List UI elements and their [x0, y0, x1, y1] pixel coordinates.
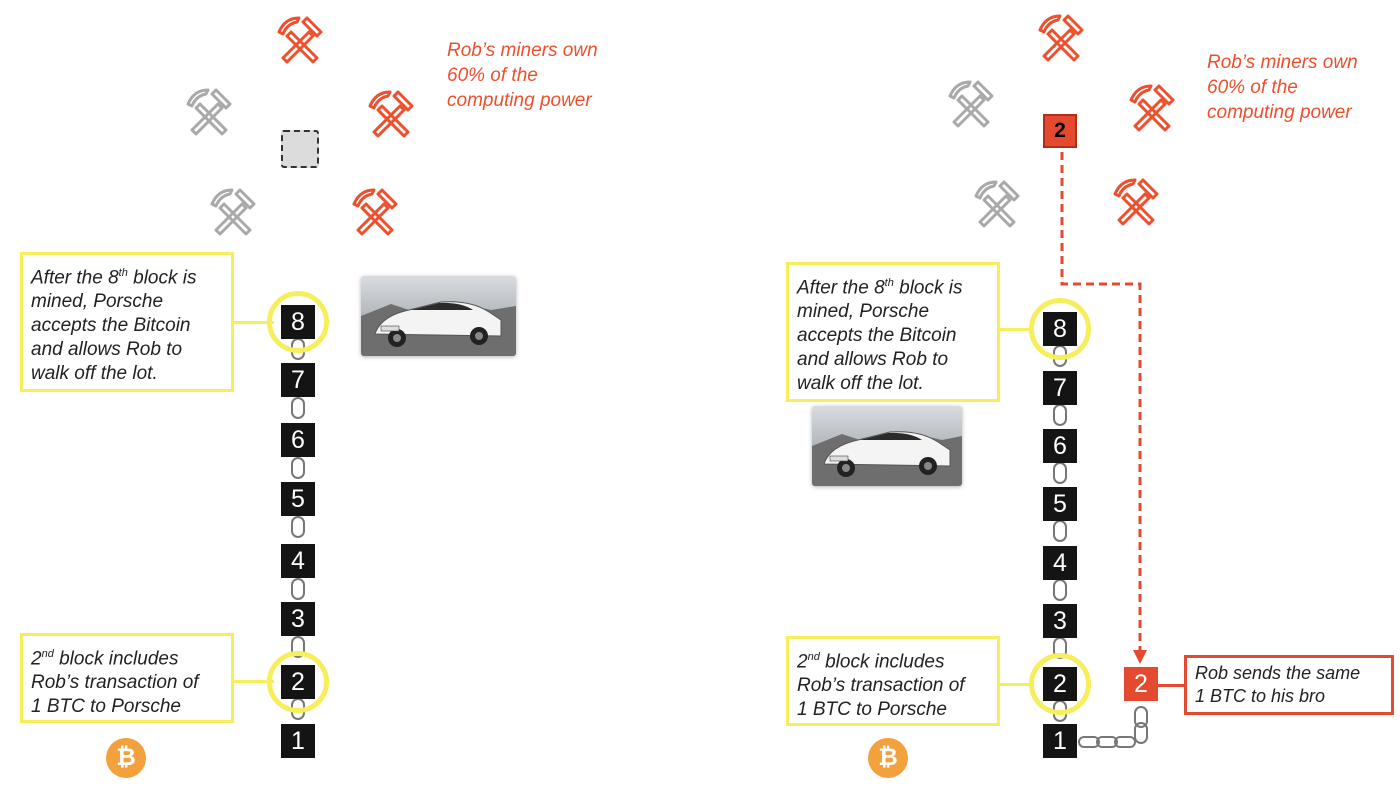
callout-line: accepts the Bitcoin — [797, 325, 957, 347]
double-spend-block-2: 2 — [1124, 667, 1158, 701]
block-5: 5 — [281, 482, 315, 516]
attacker-miner-icon — [273, 14, 327, 68]
transaction-callout: 2nd block includes Rob’s transaction of … — [786, 636, 1000, 726]
porsche-car-image — [361, 276, 516, 356]
block-4: 4 — [1043, 546, 1077, 580]
callout-sup: nd — [807, 651, 820, 663]
block-6: 6 — [281, 423, 315, 457]
callout-line: Rob’s transaction of — [797, 675, 965, 697]
callout-sup: th — [884, 277, 894, 289]
callout-connector — [1000, 328, 1033, 331]
block-1: 1 — [1043, 724, 1077, 758]
note-line: 60% of the — [447, 65, 538, 86]
callout-text: 2 — [797, 651, 808, 673]
callout-line: Rob’s transaction of — [31, 672, 199, 694]
honest-miner-icon — [206, 186, 260, 240]
bitcoin-coin-icon: ₿ — [868, 738, 908, 778]
callout-connector — [234, 321, 274, 324]
note-line: computing power — [447, 90, 592, 111]
note-line: Rob’s miners own — [447, 40, 598, 61]
attacker-miner-icon — [348, 186, 402, 240]
callout-line: 1 BTC to Porsche — [797, 699, 947, 721]
miners-power-note: Rob’s miners own 60% of the computing po… — [447, 38, 598, 113]
highlight-ring-block-8 — [1029, 298, 1091, 360]
block-3: 3 — [1043, 604, 1077, 638]
bitcoin-coin-icon: ₿ — [106, 738, 146, 778]
callout-line: 1 BTC to Porsche — [31, 696, 181, 718]
chain-link — [1053, 462, 1067, 484]
transaction-callout: 2nd block includes Rob’s transaction of … — [20, 633, 234, 723]
callout-line: walk off the lot. — [797, 373, 924, 395]
callout-line: and allows Rob to — [31, 339, 183, 361]
miners-power-note: Rob’s miners own 60% of the computing po… — [1207, 50, 1358, 125]
pending-block — [281, 130, 319, 168]
fork-chain-link — [1114, 736, 1136, 748]
block-1: 1 — [281, 724, 315, 758]
chain-link — [1053, 520, 1067, 542]
callout-line: After the 8th block is — [31, 261, 223, 290]
porsche-car-image — [812, 406, 962, 486]
fork-chain-link — [1134, 722, 1148, 744]
chain-link — [291, 457, 305, 479]
callout-text: After the 8 — [797, 277, 885, 299]
highlight-ring-block-8 — [267, 291, 329, 353]
callout-sup: nd — [41, 648, 54, 660]
note-line: 60% of the — [1207, 77, 1298, 98]
callout-connector — [234, 680, 274, 683]
callout-text: block is — [127, 267, 197, 289]
attacker-block-2: 2 — [1043, 114, 1077, 148]
block-3: 3 — [281, 602, 315, 636]
callout-line: and allows Rob to — [797, 349, 949, 371]
callout-connector — [1000, 683, 1033, 686]
callout-line: mined, Porsche — [31, 291, 164, 313]
block-5: 5 — [1043, 487, 1077, 521]
block-7: 7 — [1043, 371, 1077, 405]
callout-line: accepts the Bitcoin — [31, 315, 191, 337]
confirmation-callout: After the 8th block is mined, Porsche ac… — [20, 252, 234, 392]
honest-miner-icon — [182, 86, 236, 140]
block-4: 4 — [281, 544, 315, 578]
callout-line: After the 8th block is — [797, 271, 989, 300]
callout-text: 2 — [31, 648, 42, 670]
callout-text: block includes — [53, 648, 179, 670]
callout-line: walk off the lot. — [31, 363, 158, 385]
block-6: 6 — [1043, 429, 1077, 463]
double-spend-note: Rob sends the same 1 BTC to his bro — [1184, 655, 1394, 715]
alt-note-connector — [1158, 684, 1184, 687]
callout-line: 2nd block includes — [31, 642, 223, 671]
callout-text: block includes — [819, 651, 945, 673]
callout-text: block is — [893, 277, 963, 299]
chain-link — [1053, 404, 1067, 426]
confirmation-callout: After the 8th block is mined, Porsche ac… — [786, 262, 1000, 402]
attacker-path-arrow — [1060, 152, 1147, 664]
highlight-ring-block-2 — [1029, 653, 1091, 715]
note-line: computing power — [1207, 102, 1352, 123]
chain-link — [1053, 579, 1067, 601]
chain-link — [291, 516, 305, 538]
highlight-ring-block-2 — [267, 651, 329, 713]
callout-text: After the 8 — [31, 267, 119, 289]
callout-line: 2nd block includes — [797, 645, 989, 674]
note-line: Rob sends the same — [1195, 663, 1361, 683]
chain-link — [291, 578, 305, 600]
left-diagram-panel: Rob’s miners own 60% of the computing po… — [20, 0, 598, 778]
note-line: Rob’s miners own — [1207, 52, 1358, 73]
callout-line: mined, Porsche — [797, 301, 930, 323]
chain-link — [291, 397, 305, 419]
callout-sup: th — [118, 267, 128, 279]
note-line: 1 BTC to his bro — [1195, 686, 1326, 706]
right-diagram-panel: 2 Rob’s miners own 60% of the computing … — [700, 0, 1400, 789]
attacker-miner-icon — [364, 88, 418, 142]
block-7: 7 — [281, 363, 315, 397]
